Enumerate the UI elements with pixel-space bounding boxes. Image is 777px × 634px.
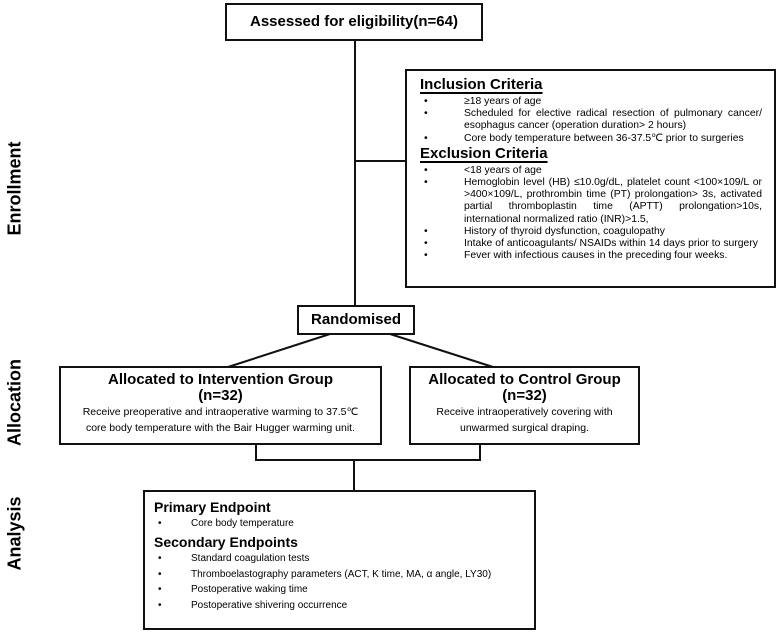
secondary-title: Secondary Endpoints	[154, 534, 298, 550]
list-item: History of thyroid dysfunction, coagulop…	[420, 226, 762, 238]
list-item: Postoperative shivering occurrence	[154, 598, 534, 614]
inclusion-title: Inclusion Criteria	[420, 76, 543, 93]
control-box: Allocated to Control Group (n=32) Receiv…	[409, 366, 640, 445]
control-desc: Receive intraoperatively covering with u…	[436, 406, 613, 434]
intervention-desc: Receive preoperative and intraoperative …	[82, 406, 359, 434]
criteria-box: Inclusion Criteria ≥18 years of age Sche…	[405, 69, 776, 288]
list-item: Intake of anticoagulants/ NSAIDs within …	[420, 238, 762, 250]
primary-list: Core body temperature	[154, 516, 534, 531]
control-n: (n=32)	[502, 387, 547, 404]
merge-line	[353, 459, 355, 490]
inclusion-list: ≥18 years of age Scheduled for elective …	[420, 96, 762, 145]
exclusion-list: <18 years of age Hemoglobin level (HB) ≤…	[420, 165, 762, 263]
list-item: Hemoglobin level (HB) ≤10.0g/dL, platele…	[420, 177, 762, 226]
intervention-box: Allocated to Intervention Group (n=32) R…	[59, 366, 382, 445]
connector-line	[355, 160, 405, 162]
control-title: Allocated to Control Group	[428, 371, 621, 388]
assessed-box: Assessed for eligibility(n=64)	[225, 3, 483, 41]
list-item: <18 years of age	[420, 165, 762, 177]
list-item: Thromboelastography parameters (ACT, K t…	[154, 567, 534, 583]
connector-line	[354, 40, 356, 305]
exclusion-title: Exclusion Criteria	[420, 144, 548, 162]
merge-line	[255, 444, 257, 460]
endpoints-box: Primary Endpoint Core body temperature S…	[143, 490, 536, 630]
intervention-n: (n=32)	[198, 387, 243, 404]
merge-line	[255, 459, 481, 461]
secondary-list: Standard coagulation tests Thromboelasto…	[154, 551, 534, 613]
list-item: Core body temperature between 36-37.5℃ p…	[420, 133, 762, 145]
list-item: Standard coagulation tests	[154, 551, 534, 567]
list-item: Postoperative waking time	[154, 582, 534, 598]
randomised-text: Randomised	[310, 311, 401, 328]
list-item: Core body temperature	[154, 516, 534, 531]
assessed-text: Assessed for eligibility(n=64)	[250, 13, 458, 30]
list-item: Scheduled for elective radical resection…	[420, 108, 762, 132]
randomised-box: Randomised	[297, 305, 415, 335]
merge-line	[479, 444, 481, 460]
intervention-title: Allocated to Intervention Group	[107, 371, 333, 388]
list-item: ≥18 years of age	[420, 96, 762, 108]
list-item: Fever with infectious causes in the prec…	[420, 250, 762, 262]
primary-title: Primary Endpoint	[154, 499, 271, 515]
